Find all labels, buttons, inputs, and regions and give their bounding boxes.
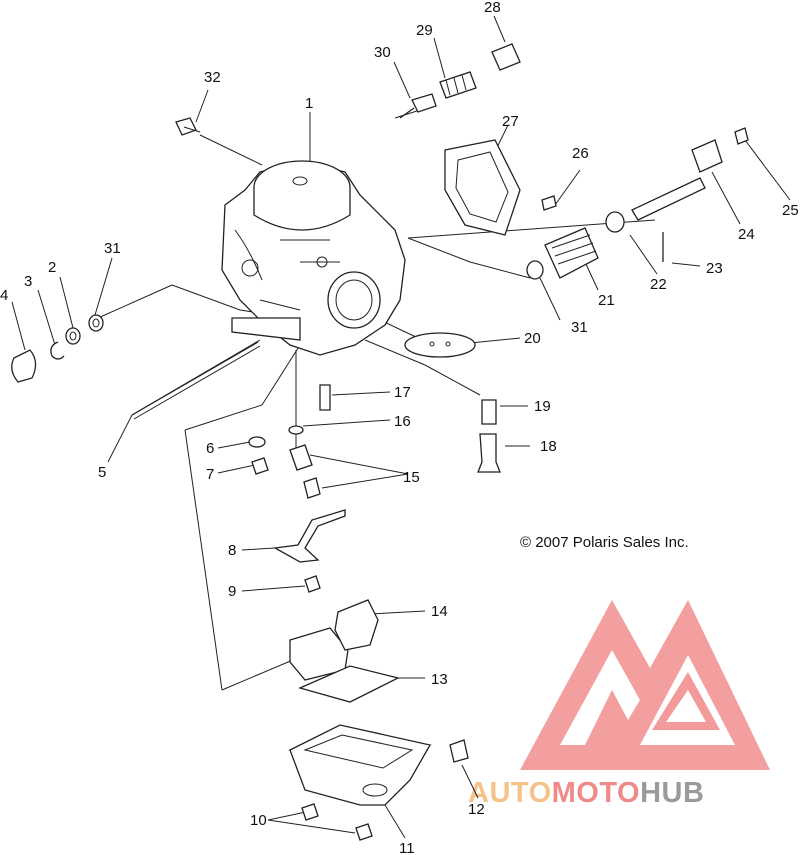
watermark-logo — [520, 600, 770, 770]
callout-27: 27 — [502, 113, 519, 130]
callout-15: 15 — [403, 469, 420, 486]
copyright-text: © 2007 Polaris Sales Inc. — [520, 534, 689, 551]
screw-part-9 — [304, 575, 321, 593]
callout-3: 3 — [24, 273, 32, 290]
callout-25: 25 — [782, 202, 799, 219]
small-parts-2-3-4-31 — [11, 314, 104, 383]
callout-4: 4 — [0, 287, 8, 304]
callout-23: 23 — [706, 260, 723, 277]
callout-14: 14 — [431, 603, 448, 620]
gasket-part-13 — [298, 665, 400, 703]
callout-1: 1 — [305, 95, 313, 112]
callout-11: 11 — [399, 840, 415, 855]
shaft-parts-22-25 — [605, 127, 749, 262]
plate-part-20 — [404, 332, 476, 358]
watermark-moto: MOTO — [552, 777, 640, 809]
leader-lines — [11, 15, 791, 839]
callout-8: 8 — [228, 542, 236, 559]
callout-17: 17 — [394, 384, 411, 401]
screw-part-32 — [175, 117, 201, 136]
callout-5: 5 — [98, 464, 106, 481]
carburetor-body-part-1 — [221, 160, 406, 356]
callout-19: 19 — [534, 398, 551, 415]
watermark-auto: AUTO — [468, 777, 552, 809]
jets-part-15 — [289, 444, 321, 499]
callout-21: 21 — [598, 292, 615, 309]
float-arm-part-8 — [272, 509, 346, 563]
parts-16-17 — [288, 384, 331, 435]
callout-22: 22 — [650, 276, 667, 293]
callout-29: 29 — [416, 22, 433, 39]
callout-20: 20 — [524, 330, 541, 347]
float-bowl-part-11 — [288, 724, 432, 806]
callout-26: 26 — [572, 145, 589, 162]
callout-24: 24 — [738, 226, 755, 243]
callout-16: 16 — [394, 413, 411, 430]
long-screw-part-5 — [131, 341, 261, 420]
callout-2: 2 — [48, 259, 56, 276]
cover-parts-26-27 — [444, 139, 557, 236]
watermark-text: AUTOMOTOHUB — [468, 777, 704, 809]
float-part-14 — [289, 599, 379, 681]
callout-7: 7 — [206, 466, 214, 483]
parts-18-19 — [477, 399, 501, 473]
spring-part-21 — [526, 227, 599, 280]
callout-13: 13 — [431, 671, 448, 688]
callout-31-left: 31 — [104, 240, 121, 257]
needle-parts-28-30 — [399, 43, 521, 119]
callout-30: 30 — [374, 44, 391, 61]
watermark-hub: HUB — [640, 777, 704, 809]
small-parts-6-7 — [248, 436, 269, 475]
callout-10: 10 — [250, 812, 267, 829]
screws-part-10-12 — [301, 739, 469, 841]
callout-12: 12 — [468, 801, 485, 818]
callout-18: 18 — [540, 438, 557, 455]
callout-6: 6 — [206, 440, 214, 457]
callout-31-right: 31 — [571, 319, 588, 336]
callout-9: 9 — [228, 583, 236, 600]
callout-28: 28 — [484, 0, 501, 16]
callout-32: 32 — [204, 69, 221, 86]
